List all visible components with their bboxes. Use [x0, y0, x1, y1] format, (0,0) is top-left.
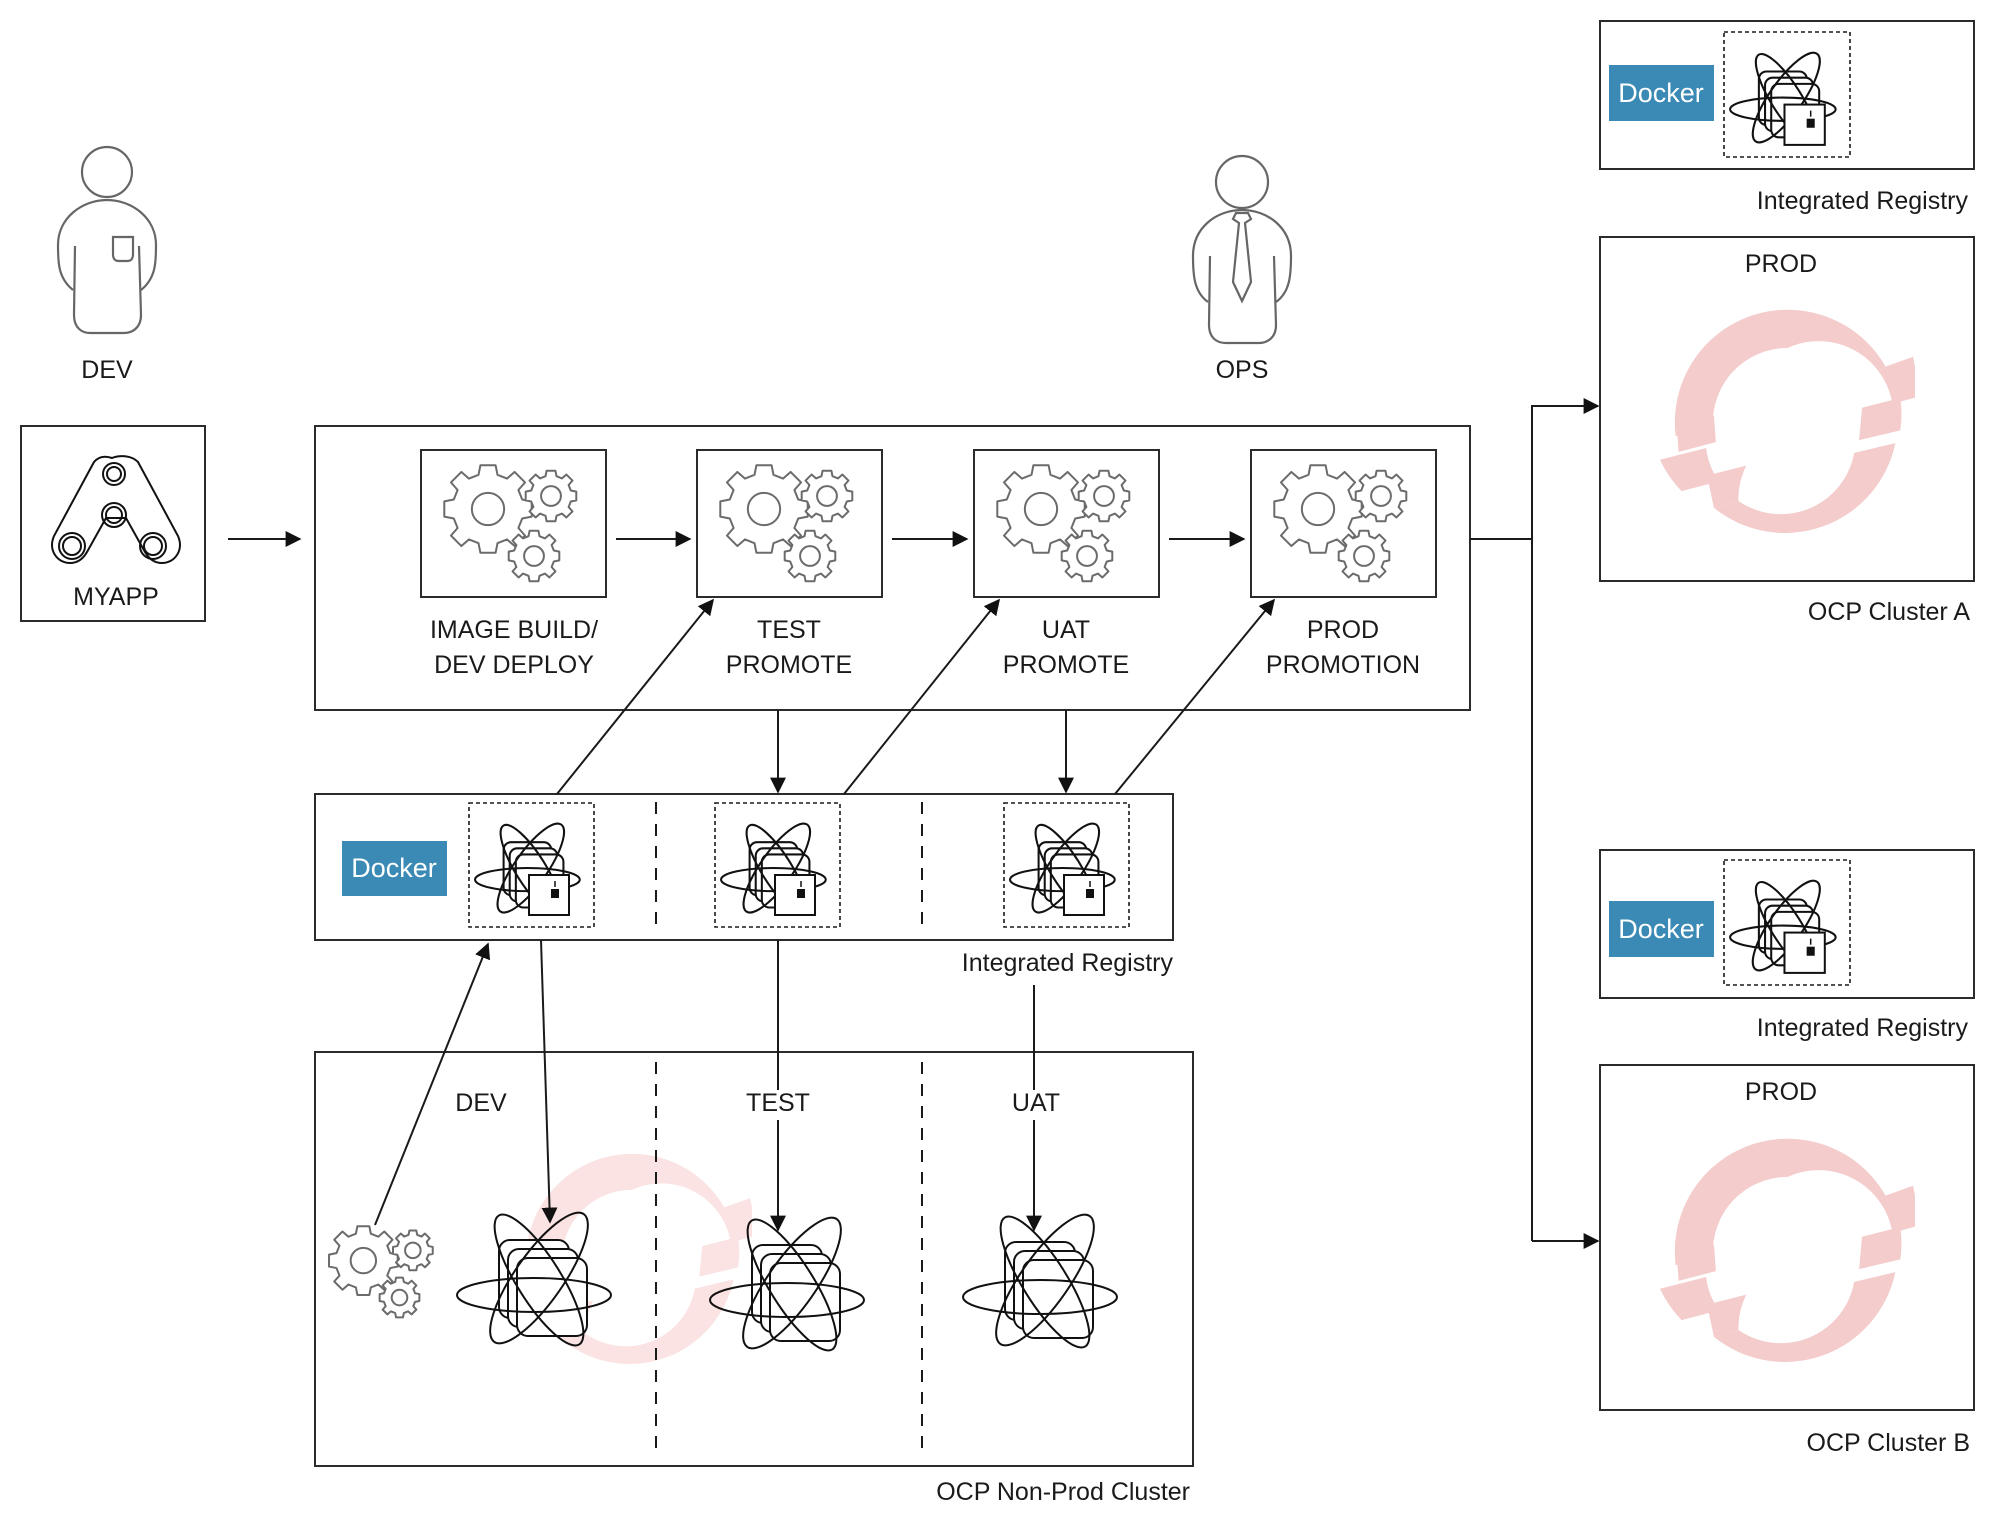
- stage-label-line2: PROMOTE: [1003, 651, 1129, 679]
- pipeline-stage-test-promote[interactable]: TEST PROMOTE: [696, 449, 883, 679]
- stage-label-line2: PROMOTION: [1266, 651, 1420, 679]
- nonprod-registry-caption: Integrated Registry: [962, 949, 1174, 977]
- prod-connector-lines: [1470, 398, 1600, 1249]
- label-backdrop: [1011, 1089, 1061, 1119]
- env-label-uat: UAT: [1012, 1089, 1060, 1117]
- cluster-b-env-label: PROD: [1745, 1078, 1817, 1106]
- docker-badge: Docker: [1609, 901, 1714, 957]
- docker-label: Docker: [1618, 914, 1704, 944]
- nonprod-cluster-caption: OCP Non-Prod Cluster: [936, 1478, 1190, 1506]
- pipeline-stage-build[interactable]: IMAGE BUILD/ DEV DEPLOY: [420, 449, 607, 679]
- myapp-box[interactable]: MYAPP: [20, 425, 206, 622]
- docker-badge: Docker: [1609, 65, 1714, 121]
- registry-image-uat[interactable]: [1003, 802, 1130, 928]
- cluster-a-registry-caption: Integrated Registry: [1757, 187, 1969, 215]
- pipeline-stage-prod-promotion[interactable]: PROD PROMOTION: [1250, 449, 1437, 679]
- cluster-a-caption: OCP Cluster A: [1808, 598, 1970, 626]
- registry-image-test[interactable]: [714, 802, 841, 928]
- stage-label-line1: IMAGE BUILD/: [430, 616, 598, 644]
- app-nodes-icon: [51, 455, 181, 565]
- developer-person-icon: [56, 145, 158, 335]
- cluster-b-registry-caption: Integrated Registry: [1757, 1014, 1969, 1042]
- docker-label: Docker: [351, 853, 437, 883]
- cluster-a-registry-image[interactable]: [1723, 31, 1851, 158]
- cluster-b-caption: OCP Cluster B: [1807, 1429, 1970, 1457]
- myapp-label: MYAPP: [73, 583, 159, 611]
- dev-actor-label: DEV: [81, 356, 133, 384]
- docker-badge: Docker: [342, 841, 447, 896]
- registry-image-dev[interactable]: [468, 802, 595, 928]
- cluster-a-env-label: PROD: [1745, 250, 1817, 278]
- stage-label-line2: PROMOTE: [726, 651, 852, 679]
- cluster-b-registry-image[interactable]: [1723, 859, 1851, 986]
- promotion-arrows: [556, 598, 1276, 795]
- stage-label-line1: PROD: [1307, 616, 1379, 644]
- stage-label-line1: TEST: [757, 616, 821, 644]
- stage-label-line1: UAT: [1042, 616, 1090, 644]
- deploy-arrows: [374, 939, 1042, 1232]
- pipeline-stage-uat-promote[interactable]: UAT PROMOTE: [973, 449, 1160, 679]
- env-label-dev: DEV: [455, 1089, 507, 1117]
- nonprod-registry-box: [314, 793, 1174, 941]
- env-label-test: TEST: [746, 1089, 810, 1117]
- label-backdrop: [752, 1089, 802, 1119]
- stage-label-line2: DEV DEPLOY: [434, 651, 594, 679]
- docker-label: Docker: [1618, 78, 1704, 108]
- ops-actor-label: OPS: [1216, 356, 1269, 384]
- operator-person-icon: [1191, 154, 1293, 345]
